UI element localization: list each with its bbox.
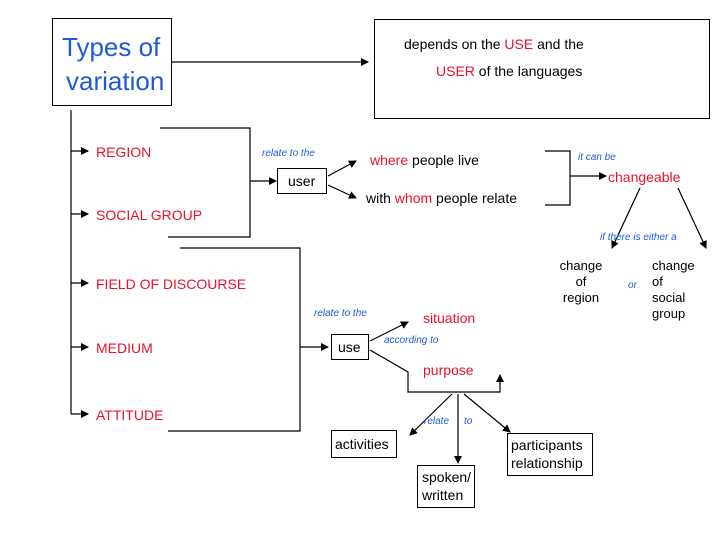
user-node-label: user bbox=[288, 173, 316, 189]
bracket-use bbox=[168, 247, 301, 432]
bracket-changeable bbox=[545, 150, 571, 206]
where-rest: people live bbox=[412, 152, 479, 168]
title-line1: Types of bbox=[62, 32, 161, 62]
bracket-user bbox=[160, 127, 251, 238]
relationship-line: relationship bbox=[511, 455, 583, 471]
label-relate: relate bbox=[424, 416, 450, 427]
spoken-written-node bbox=[417, 465, 475, 508]
label-according-to: according to bbox=[384, 335, 439, 346]
category-social-group: SOCIAL GROUP bbox=[96, 207, 203, 223]
depends-and: and the bbox=[537, 36, 584, 52]
user-node bbox=[277, 168, 327, 194]
user-to-where-arrow bbox=[327, 160, 357, 177]
depends-use: USE bbox=[504, 36, 534, 52]
depends-prefix: depends on the bbox=[404, 36, 501, 52]
use-to-situation-arrow bbox=[369, 321, 409, 342]
where-word: where bbox=[370, 152, 409, 168]
use-to-purpose-arrow bbox=[369, 349, 504, 393]
change-of-region: change of region bbox=[556, 258, 606, 306]
where-people-live: where people live bbox=[370, 153, 479, 167]
with-word: with bbox=[366, 190, 391, 206]
written-line: written bbox=[422, 487, 464, 503]
activities-label: activities bbox=[335, 436, 389, 452]
activities-node bbox=[331, 430, 397, 458]
situation: situation bbox=[423, 310, 476, 326]
participants-line: participants bbox=[511, 437, 583, 453]
change-social-1: change bbox=[652, 258, 695, 273]
label-relate-to-the-2: relate to the bbox=[314, 308, 367, 319]
changeable: changeable bbox=[608, 169, 681, 185]
category-medium: MEDIUM bbox=[96, 340, 153, 356]
category-region: REGION bbox=[96, 144, 152, 160]
with-whom-people-relate: with whom people relate bbox=[366, 191, 517, 205]
title-line2: variation bbox=[66, 66, 165, 96]
depends-line1: depends on the USE and the bbox=[404, 37, 584, 51]
category-attitude: ATTITUDE bbox=[96, 407, 164, 423]
depends-line2: USER of the languages bbox=[436, 64, 582, 78]
label-to: to bbox=[464, 416, 473, 427]
changeable-to-region-arrow bbox=[611, 187, 641, 249]
whom-rest: people relate bbox=[436, 190, 517, 206]
change-social-3: social bbox=[652, 290, 686, 305]
whom-word: whom bbox=[394, 190, 433, 206]
label-relate-to-the-1: relate to the bbox=[262, 148, 315, 159]
label-or: or bbox=[628, 280, 637, 291]
participants-label: participants relationship bbox=[511, 436, 583, 472]
depends-user: USER bbox=[436, 63, 475, 79]
purpose-to-activities-arrow bbox=[409, 393, 453, 436]
participants-node bbox=[507, 433, 593, 476]
purpose: purpose bbox=[423, 362, 474, 378]
spoken-line: spoken/ bbox=[422, 469, 472, 485]
changeable-to-social-arrow bbox=[677, 187, 707, 249]
user-to-whom-arrow bbox=[327, 184, 357, 199]
label-it-can-be: it can be bbox=[578, 152, 616, 163]
use-node-label: use bbox=[338, 339, 361, 355]
change-social-2: of bbox=[652, 274, 663, 289]
change-region-1: change bbox=[559, 258, 603, 273]
change-of-social-group: change of social group bbox=[652, 258, 695, 322]
purpose-to-participants-arrow bbox=[463, 393, 511, 433]
label-if-there-is: if there is either a bbox=[600, 232, 677, 243]
change-region-3: region bbox=[562, 290, 600, 305]
depends-box bbox=[374, 19, 710, 119]
change-social-4: group bbox=[652, 306, 686, 321]
category-field-of-discourse: FIELD OF DISCOURSE bbox=[96, 276, 247, 292]
use-node bbox=[331, 334, 369, 360]
change-region-2: of bbox=[575, 274, 587, 289]
depends-suffix: of the languages bbox=[478, 63, 583, 79]
spoken-written-label: spoken/ written bbox=[422, 468, 471, 504]
title-box-frame bbox=[52, 18, 172, 106]
